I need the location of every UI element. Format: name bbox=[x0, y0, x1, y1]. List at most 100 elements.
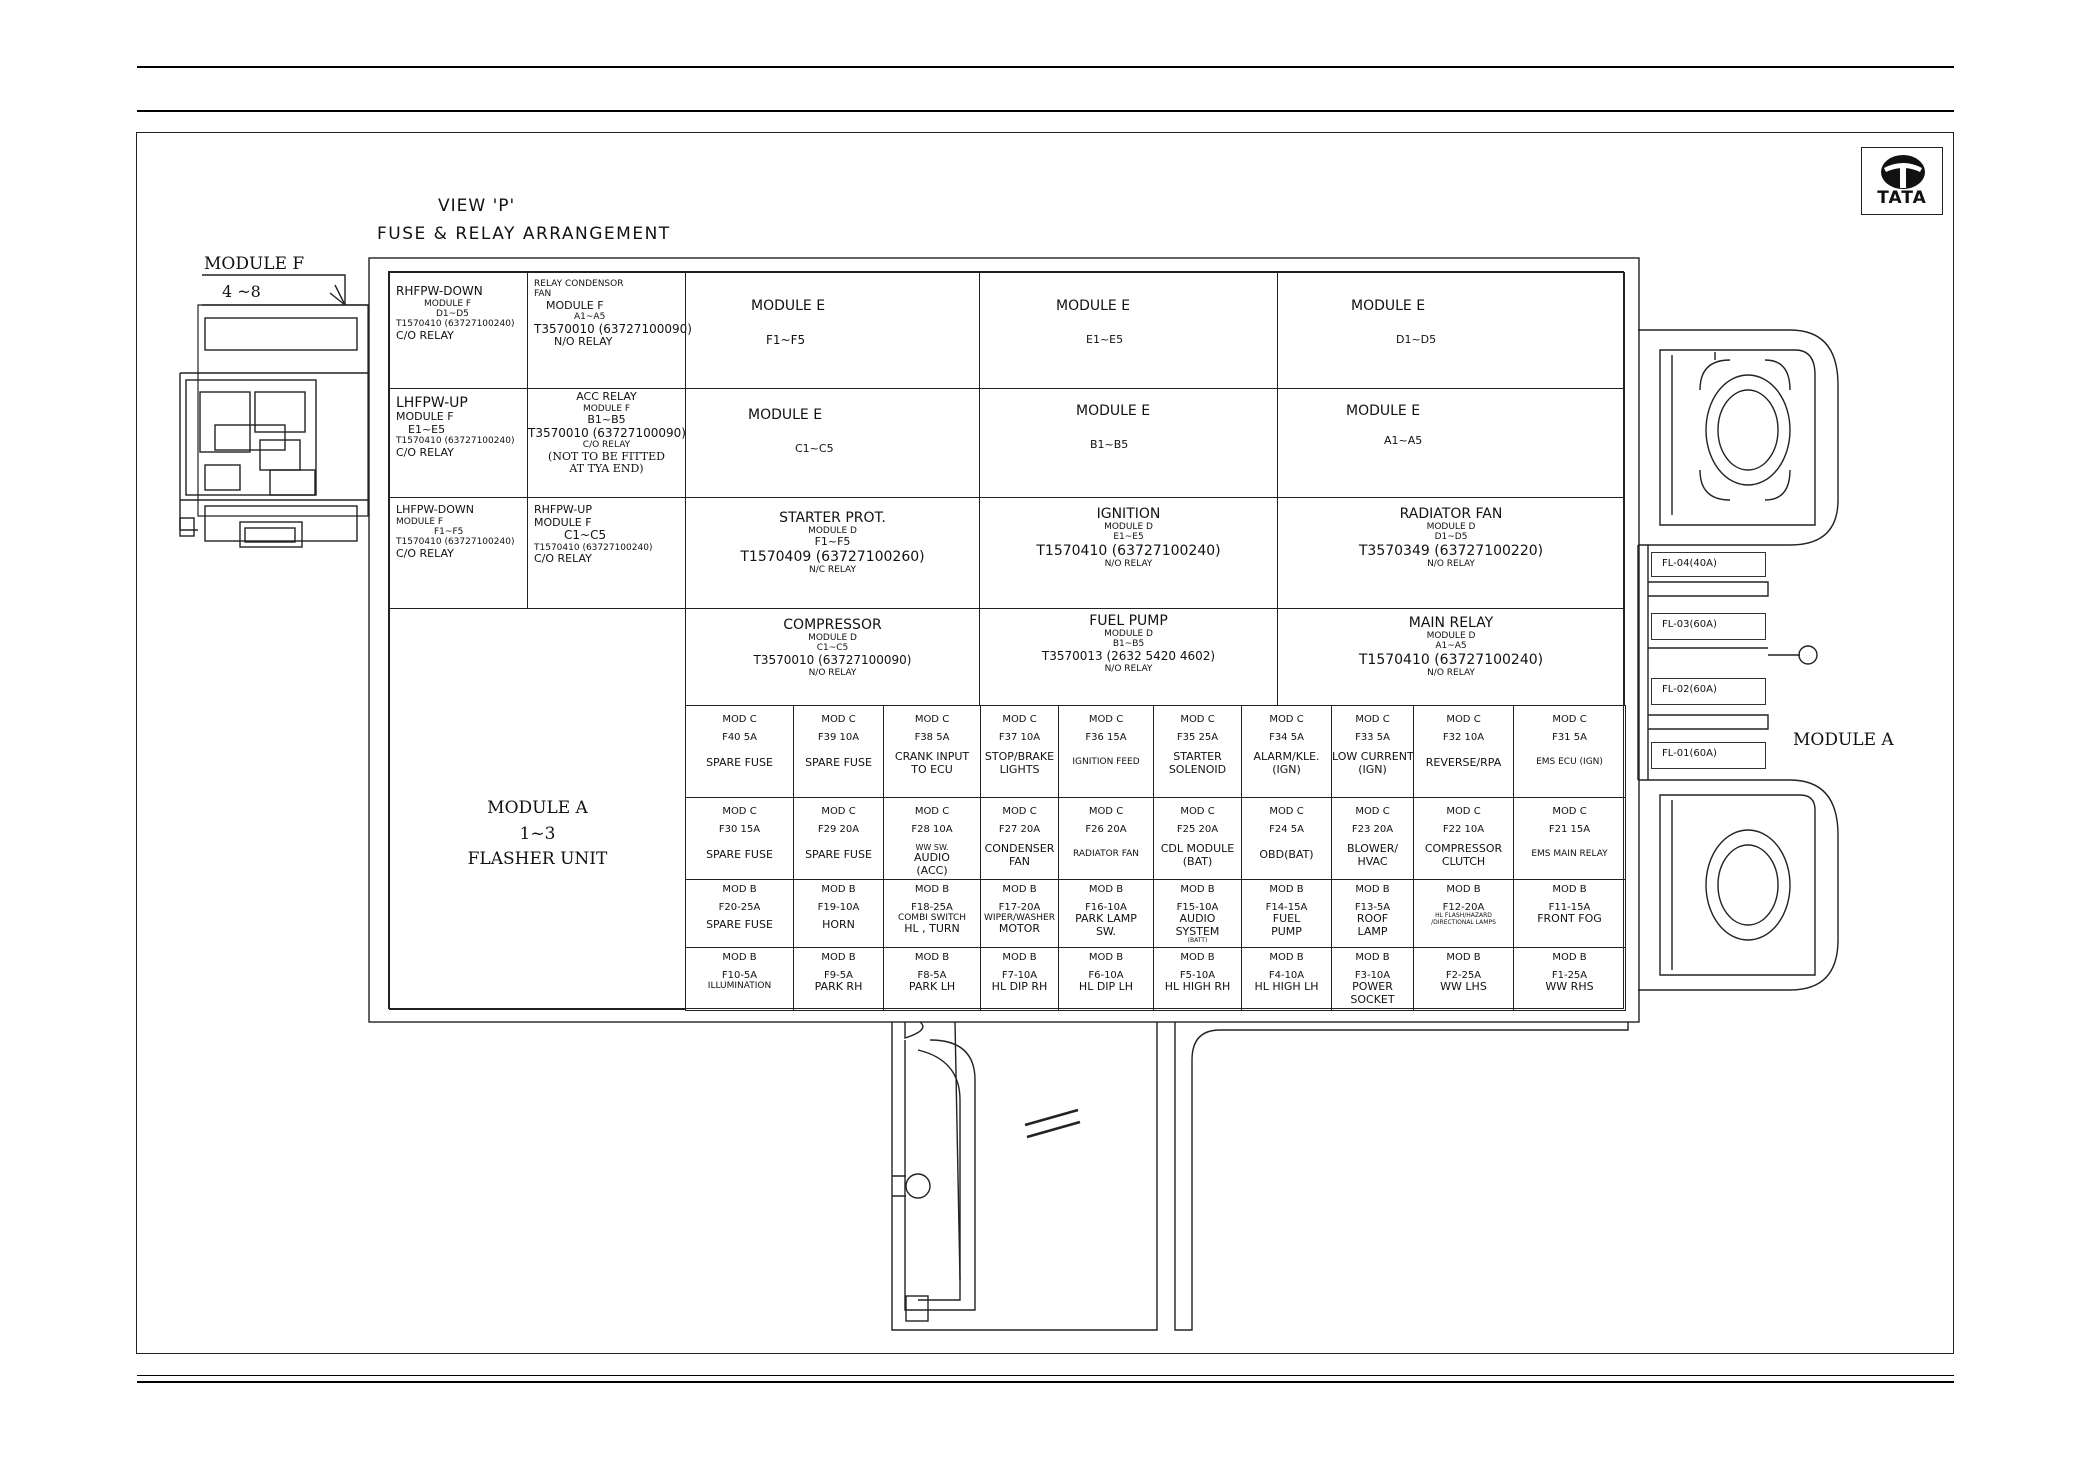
fuse-cell-line: MOD C bbox=[1002, 714, 1037, 725]
fuse-cell-line: F20-25A bbox=[718, 901, 761, 913]
fuse-cell-line: PARK RH bbox=[814, 980, 863, 993]
fuse-cell-line: MOD B bbox=[1088, 884, 1124, 895]
relay-cell: RHFPW-DOWN MODULE F D1~D5 T1570410 (6372… bbox=[389, 272, 528, 389]
fuse-cell-line: MOD C bbox=[722, 806, 757, 817]
fuse-cell-line: AUDIO bbox=[914, 851, 950, 865]
fuse-cell-line: HL DIP RH bbox=[991, 980, 1048, 993]
fuse-cell-line: MOD C bbox=[914, 806, 950, 817]
fusible-link: FL-03(60A) bbox=[1651, 613, 1766, 640]
fuse-cell-line: AUDIO bbox=[1179, 912, 1216, 925]
fuse-cell-line: HL , TURN bbox=[904, 922, 960, 936]
fuse-cell-line: MOD C bbox=[1355, 806, 1390, 817]
fuse-cell-line: MOD C bbox=[722, 714, 757, 725]
module-e-cell: MODULE E E1~E5 bbox=[979, 272, 1278, 389]
fuse-cell-line: SPARE FUSE bbox=[706, 848, 773, 861]
fuse-cell-line: F24 5A bbox=[1269, 823, 1304, 835]
fuse-cell-line: F21 15A bbox=[1548, 823, 1591, 835]
logo-text: TATA bbox=[1877, 188, 1927, 208]
module-f-range: 4 ~8 bbox=[222, 282, 261, 301]
fuse-cell-line: POWER bbox=[1352, 980, 1393, 993]
top-rule-2 bbox=[137, 110, 1954, 112]
fuse-cell-line: PARK LAMP bbox=[1075, 912, 1137, 925]
fuse-cell-line: F10-5A bbox=[721, 969, 758, 981]
fuse-cell-line: F1-25A bbox=[1551, 969, 1588, 981]
fuse-cell-line: WW LHS bbox=[1440, 980, 1487, 993]
fuse-cell-line: MOD C bbox=[1269, 714, 1304, 725]
fuse-cell-line: MOD C bbox=[1180, 714, 1215, 725]
relay-cell: RHFPW-UP MODULE F C1~C5 T1570410 (637271… bbox=[527, 497, 686, 609]
fuse-cell-line: F23 20A bbox=[1351, 823, 1394, 835]
fuse-cell-line: F4-10A bbox=[1268, 969, 1305, 981]
fuse-cell-line: MOD B bbox=[1552, 884, 1587, 895]
fuse-cell-line: F13-5A bbox=[1354, 901, 1391, 913]
fuse-cell-line: F2-25A bbox=[1445, 969, 1482, 981]
module-d-cell: STARTER PROT. MODULE D F1~F5 T1570409 (6… bbox=[685, 497, 980, 609]
fuse-cell-line: (IGN) bbox=[1358, 762, 1387, 776]
fuse-cell-line: F25 20A bbox=[1176, 823, 1219, 835]
bottom-rule bbox=[137, 1375, 1954, 1376]
fuse-cell-line: F27 20A bbox=[998, 823, 1041, 835]
fuse-cell-line: F22 10A bbox=[1442, 823, 1485, 835]
fuse-cell-line: MOD C bbox=[1002, 806, 1037, 817]
fuse-cell-line: MOD B bbox=[722, 952, 757, 963]
tata-logo: TATA bbox=[1861, 147, 1943, 215]
fuse-cell-line: BLOWER/ bbox=[1346, 842, 1399, 855]
fuse-cell-line: F19-10A bbox=[817, 901, 860, 913]
fuse-cell-line: MOD B bbox=[1180, 884, 1215, 895]
relay-cell: LHFPW-UP MODULE F E1~E5 T1570410 (637271… bbox=[389, 388, 528, 498]
view-label: VIEW 'P' bbox=[438, 196, 516, 216]
fuse-cell-line: REVERSE/RPA bbox=[1425, 756, 1502, 769]
fuse-cell-line: MOD C bbox=[1446, 806, 1481, 817]
fuse-cell-line: FAN bbox=[1008, 854, 1031, 868]
fuse-cell-line: MOD B bbox=[1002, 884, 1037, 895]
fuse-cell-line: MOTOR bbox=[998, 922, 1041, 936]
module-e-cell: MODULE E D1~D5 bbox=[1277, 272, 1625, 389]
fuse-cell-line: F38 5A bbox=[914, 731, 950, 743]
fuse-cell-line: MOD C bbox=[1446, 714, 1481, 725]
fuse-cell-line: F16-10A bbox=[1085, 901, 1127, 913]
fuse-cell-line: FUEL bbox=[1272, 912, 1301, 925]
module-a-label: MODULE A bbox=[1793, 730, 1894, 750]
fuse-cell-line: MOD C bbox=[1088, 714, 1124, 725]
bottom-rule-2 bbox=[137, 1381, 1954, 1383]
fuse-cell-line: F12-20A bbox=[1442, 901, 1485, 913]
fuse-cell-line: F40 5A bbox=[722, 731, 757, 743]
module-d-cell: RADIATOR FAN MODULE D D1~D5 T3570349 (63… bbox=[1277, 497, 1625, 609]
fuse-cell-line: COMPRESSOR bbox=[1424, 842, 1503, 855]
module-f-label: MODULE F bbox=[204, 254, 305, 274]
fuse-cell-line: F17-20A bbox=[998, 901, 1041, 913]
fuse-cell-line: F28 10A bbox=[911, 823, 953, 835]
fuse-cell-line: STOP/BRAKE bbox=[984, 750, 1055, 763]
fuse-cell-line: TO ECU bbox=[911, 762, 953, 776]
fuse-cell-line: F34 5A bbox=[1269, 731, 1304, 743]
fuse-cell-line: IGNITION FEED bbox=[1072, 757, 1140, 767]
fuse-cell-line: LAMP bbox=[1357, 924, 1388, 938]
fuse-cell-line: F30 15A bbox=[718, 823, 761, 835]
fuse-cell-line: ALARM/KLE. bbox=[1253, 750, 1320, 763]
fuse-cell-line: LOW CURRENT bbox=[1332, 750, 1414, 763]
fuse-cell-line: F3-10A bbox=[1354, 969, 1391, 981]
fusible-link: FL-02(60A) bbox=[1651, 678, 1766, 705]
fuse-cell-line: F6-10A bbox=[1088, 969, 1124, 981]
fuse-cell-line: MOD B bbox=[821, 884, 856, 895]
fuse-cell-line: CONDENSER bbox=[984, 842, 1055, 855]
fuse-cell-line: MOD C bbox=[1552, 806, 1587, 817]
fuse-cell-line: MOD B bbox=[1269, 884, 1304, 895]
fuse-cell: MOD C F30 15A SPARE FUSE bbox=[685, 797, 794, 880]
relay-cell: LHFPW-DOWN MODULE F F1~F5 T1570410 (6372… bbox=[389, 497, 528, 609]
fuse-cell-line: F8-5A bbox=[917, 969, 947, 981]
fuse-cell-line: PARK LH bbox=[908, 980, 956, 993]
module-e-cell: MODULE E F1~F5 bbox=[685, 272, 980, 389]
